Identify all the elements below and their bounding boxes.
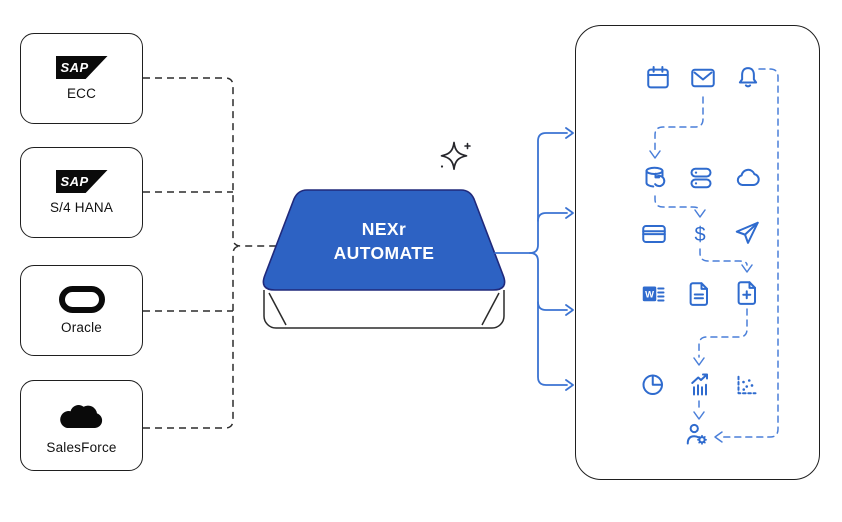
hub-title: NEXr AUTOMATE xyxy=(284,217,484,265)
source-box-sap-s4hana: SAP S/4 HANA xyxy=(20,147,143,238)
source-label: ECC xyxy=(66,86,97,101)
destination-panel xyxy=(575,25,820,480)
user-gear-icon xyxy=(682,419,712,449)
source-connector-lines xyxy=(143,77,280,429)
svg-text:$: $ xyxy=(694,224,705,246)
source-label: SalesForce xyxy=(46,439,117,455)
scatter-plot-icon xyxy=(731,370,761,400)
sap-logo: SAP xyxy=(55,170,108,193)
cloud-icon xyxy=(733,163,763,193)
sap-logo: SAP xyxy=(55,56,108,79)
source-box-oracle: Oracle xyxy=(20,265,143,356)
sap-logo-text: SAP xyxy=(60,174,89,189)
file-add-icon xyxy=(732,278,762,308)
hub-title-line2: AUTOMATE xyxy=(333,243,435,263)
sparkle-icon xyxy=(440,141,471,170)
hub-branch-arrows xyxy=(494,127,574,391)
word-doc-icon: W xyxy=(638,279,668,309)
credit-card-icon xyxy=(639,219,669,249)
chart-growth-icon xyxy=(684,369,714,399)
hub-title-line1: NEXr xyxy=(361,219,407,239)
source-label: S/4 HANA xyxy=(49,200,114,215)
hub-platform-base xyxy=(263,290,505,329)
database-sync-icon xyxy=(641,163,671,193)
sap-logo-text: SAP xyxy=(60,60,89,75)
source-box-salesforce: SalesForce xyxy=(20,380,143,471)
dollar-icon: $ xyxy=(685,219,715,249)
bell-icon xyxy=(733,63,763,93)
oracle-logo xyxy=(58,286,105,313)
source-label: Oracle xyxy=(61,320,102,335)
pie-chart-icon xyxy=(638,369,668,399)
source-box-sap-ecc: SAP ECC xyxy=(20,33,143,124)
salesforce-logo xyxy=(59,404,102,428)
mail-icon xyxy=(688,63,718,93)
svg-text:W: W xyxy=(645,289,654,299)
server-icon xyxy=(686,163,716,193)
file-text-icon xyxy=(684,279,714,309)
send-icon xyxy=(732,218,762,248)
calendar-icon xyxy=(643,63,673,93)
